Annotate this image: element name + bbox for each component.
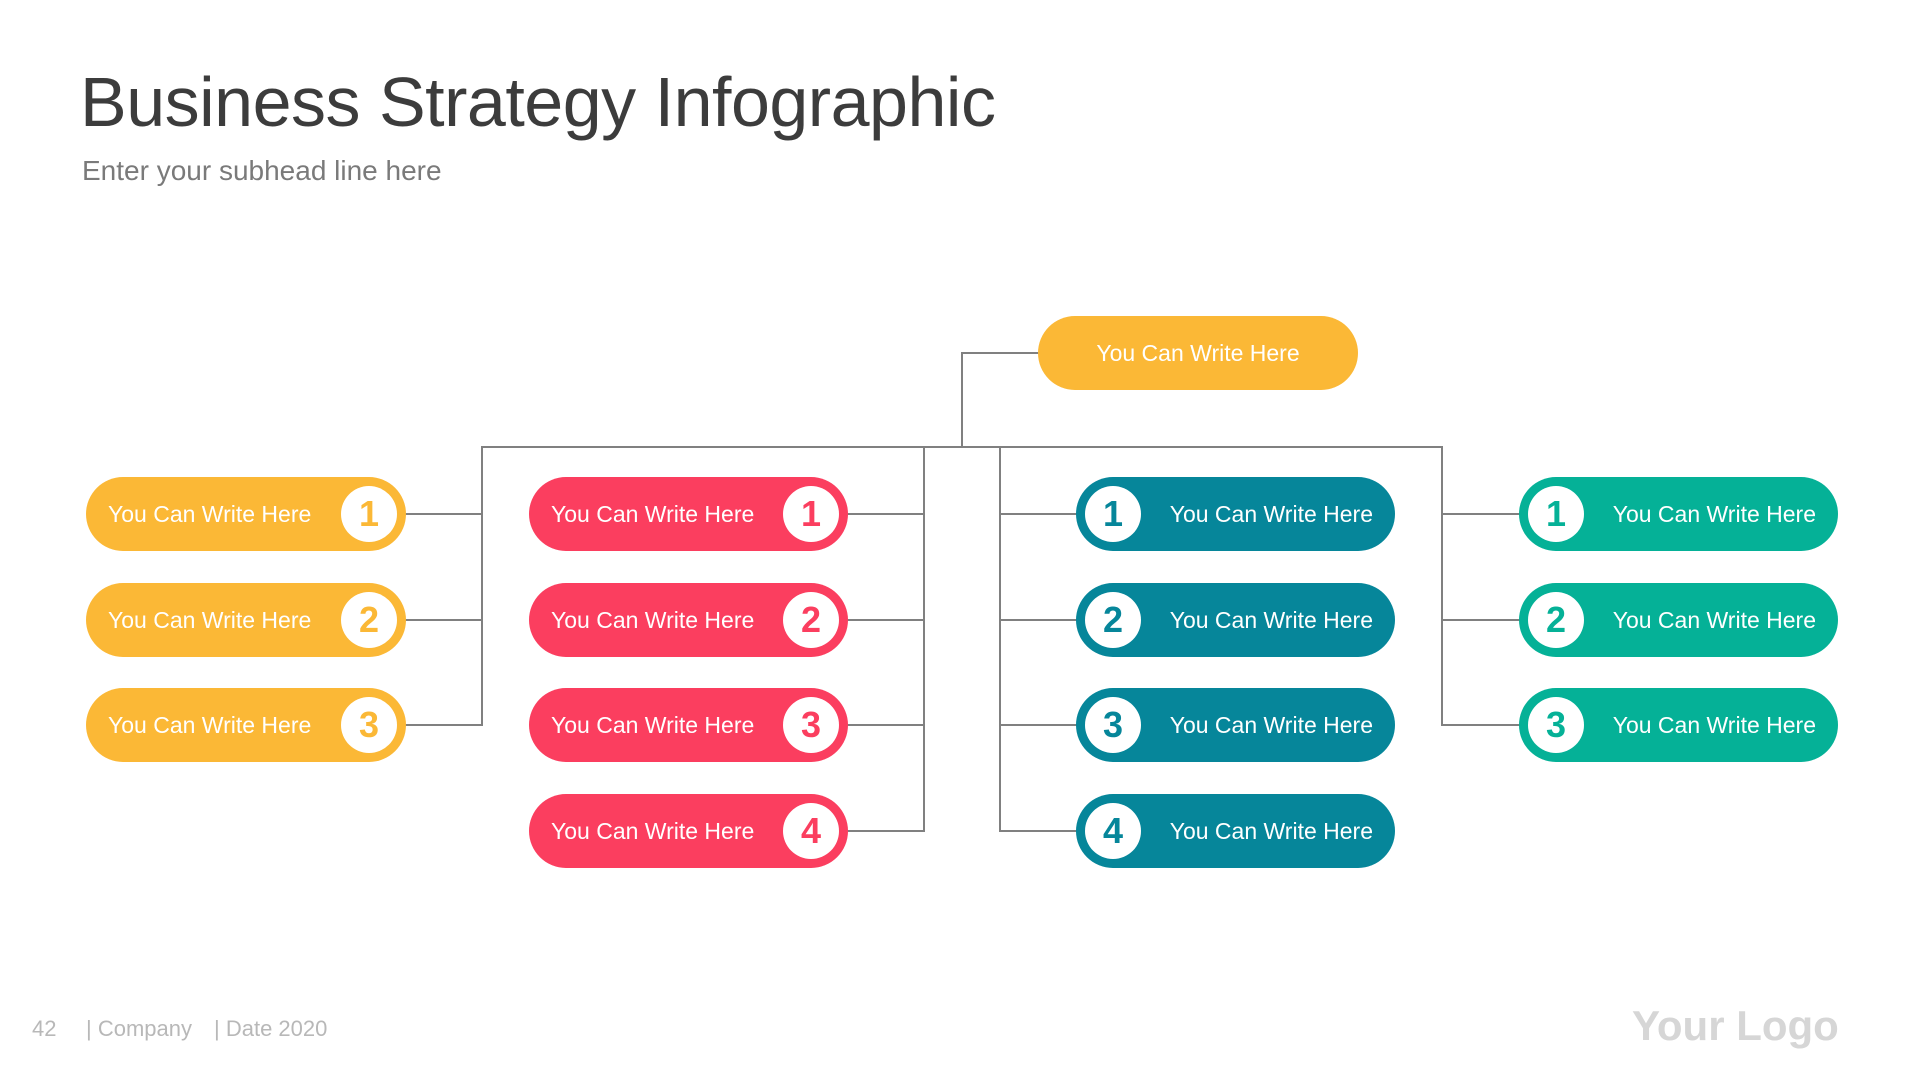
group4-h2 — [1441, 619, 1520, 621]
top-connector-v — [961, 352, 963, 448]
item-label: You Can Write Here — [108, 606, 312, 633]
number-badge: 1 — [1085, 486, 1141, 542]
number-badge: 3 — [1528, 697, 1584, 753]
group4-v — [1441, 446, 1443, 726]
group4-h3 — [1441, 724, 1520, 726]
item-label: You Can Write Here — [108, 500, 312, 527]
group2-item-2[interactable]: You Can Write Here 2 — [529, 583, 848, 657]
item-label: You Can Write Here — [551, 606, 755, 633]
group3-h3 — [999, 724, 1077, 726]
number-badge: 2 — [1528, 592, 1584, 648]
number-badge: 2 — [1085, 592, 1141, 648]
group3-item-2[interactable]: 2 You Can Write Here — [1076, 583, 1395, 657]
top-node-label: You Can Write Here — [1096, 339, 1300, 366]
group2-v — [923, 446, 925, 832]
group3-item-1[interactable]: 1 You Can Write Here — [1076, 477, 1395, 551]
group1-item-3[interactable]: You Can Write Here 3 — [86, 688, 406, 762]
group4-h1 — [1441, 513, 1520, 515]
number-badge: 3 — [783, 697, 839, 753]
number-badge: 3 — [1085, 697, 1141, 753]
group3-item-4[interactable]: 4 You Can Write Here — [1076, 794, 1395, 868]
item-label: You Can Write Here — [551, 817, 755, 844]
group1-item-2[interactable]: You Can Write Here 2 — [86, 583, 406, 657]
group4-item-3[interactable]: 3 You Can Write Here — [1519, 688, 1838, 762]
item-label: You Can Write Here — [1612, 606, 1816, 633]
group1-h3 — [405, 724, 482, 726]
top-connector-h — [961, 352, 1039, 354]
page-number: 42 — [32, 1016, 57, 1041]
number-badge: 1 — [341, 486, 397, 542]
page-title: Business Strategy Infographic — [80, 63, 996, 141]
group1-h2 — [405, 619, 482, 621]
logo: Your Logo — [1632, 1002, 1839, 1049]
group1-item-1[interactable]: You Can Write Here 1 — [86, 477, 406, 551]
number-badge: 2 — [341, 592, 397, 648]
group2-h4 — [847, 830, 924, 832]
item-label: You Can Write Here — [551, 500, 755, 527]
group2-h1 — [847, 513, 924, 515]
item-label: You Can Write Here — [1169, 500, 1373, 527]
footer-date: | Date 2020 — [214, 1016, 328, 1041]
number-badge: 3 — [341, 697, 397, 753]
group4-item-1[interactable]: 1 You Can Write Here — [1519, 477, 1838, 551]
item-label: You Can Write Here — [1169, 711, 1373, 738]
group3-item-3[interactable]: 3 You Can Write Here — [1076, 688, 1395, 762]
group1-h1 — [405, 513, 482, 515]
item-label: You Can Write Here — [108, 711, 312, 738]
group2-item-1[interactable]: You Can Write Here 1 — [529, 477, 848, 551]
group4-item-2[interactable]: 2 You Can Write Here — [1519, 583, 1838, 657]
number-badge: 1 — [1528, 486, 1584, 542]
group2-item-3[interactable]: You Can Write Here 3 — [529, 688, 848, 762]
group1-v — [481, 446, 483, 726]
footer-company: | Company — [86, 1016, 192, 1041]
group2-h2 — [847, 619, 924, 621]
number-badge: 2 — [783, 592, 839, 648]
bus-line — [481, 446, 1443, 448]
group3-v — [999, 446, 1001, 832]
page-subhead: Enter your subhead line here — [82, 155, 442, 186]
group2-h3 — [847, 724, 924, 726]
item-label: You Can Write Here — [1169, 606, 1373, 633]
group3-h4 — [999, 830, 1077, 832]
item-label: You Can Write Here — [1612, 500, 1816, 527]
top-node[interactable]: You Can Write Here — [1038, 316, 1358, 390]
group2-item-4[interactable]: You Can Write Here 4 — [529, 794, 848, 868]
item-label: You Can Write Here — [1169, 817, 1373, 844]
group3-h1 — [999, 513, 1077, 515]
item-label: You Can Write Here — [1612, 711, 1816, 738]
number-badge: 1 — [783, 486, 839, 542]
group3-h2 — [999, 619, 1077, 621]
number-badge: 4 — [1085, 803, 1141, 859]
item-label: You Can Write Here — [551, 711, 755, 738]
number-badge: 4 — [783, 803, 839, 859]
